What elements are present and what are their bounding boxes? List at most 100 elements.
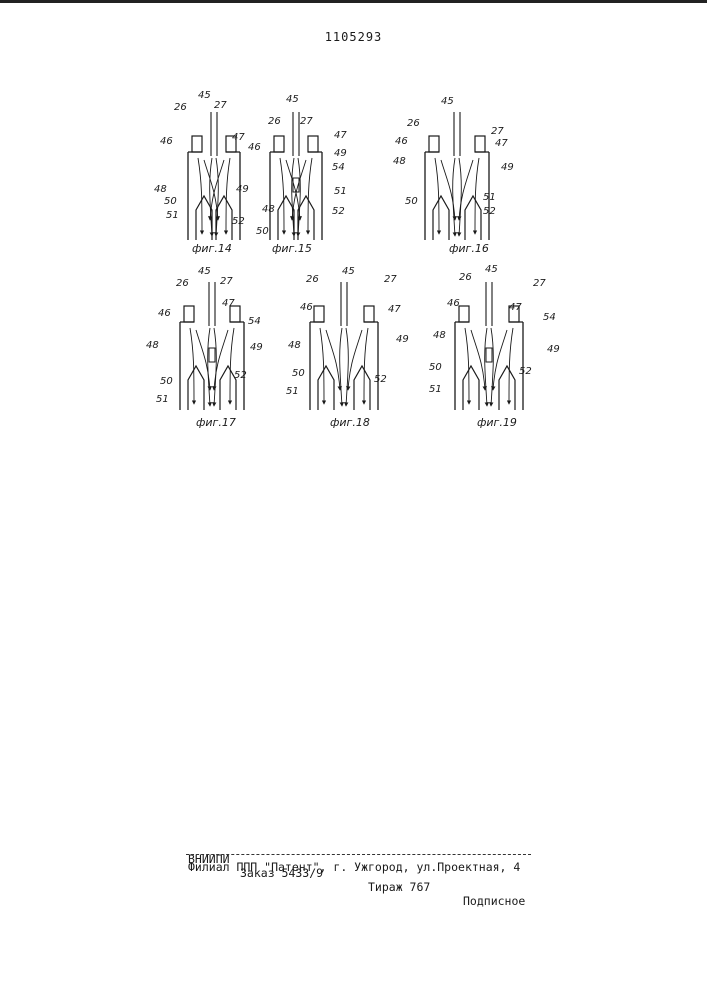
flow-arrow [485,328,487,406]
ref-label: 48 [262,204,275,215]
housing [425,152,489,240]
figure-14: 26452746474849505152фиг.14 [154,90,249,255]
splitter-right [216,196,232,240]
ref-label: 48 [154,184,167,195]
figure-caption: фиг.19 [477,416,517,429]
figure-caption: фиг.18 [330,416,370,429]
ref-label: 26 [459,272,472,283]
ref-label: 47 [334,130,347,141]
flow-arrow [226,158,230,234]
flow-arrow [292,158,294,236]
ref-label: 51 [286,386,299,397]
ref-label: 48 [433,330,446,341]
splitter-left [463,366,479,410]
splitter-right [465,196,481,240]
ref-label: 50 [429,362,442,373]
ref-label: 27 [300,116,313,127]
flow-arrow [298,158,300,236]
nozzle-26 [429,136,439,152]
flow-arrow [509,328,513,404]
ref-label: 49 [334,148,347,159]
ref-label: 50 [405,196,418,207]
ref-label: 47 [495,138,508,149]
splitter-left [278,196,294,240]
splitter-right [354,366,370,410]
ref-label: 46 [300,302,313,313]
insert-54 [209,348,215,362]
flow-arrow [230,328,234,404]
ref-label: 50 [160,376,173,387]
figure-caption: фиг.14 [192,242,232,255]
footer-branch: Филиал ППП "Патент", г. Ужгород, ул.Прое… [188,860,538,874]
splitter-left [433,196,449,240]
housing [180,322,244,410]
ref-label: 45 [286,94,299,105]
nozzle-26 [192,136,202,152]
nozzle-26 [184,306,194,322]
nozzle-26 [274,136,284,152]
figure-16: 26452746474849505152фиг.16 [393,96,514,255]
ref-label: 26 [174,102,187,113]
splitter-right [298,196,314,240]
flow-arrow [208,328,210,406]
flow-arrow [493,330,507,390]
insert-54 [486,348,492,362]
ref-label: 27 [214,100,227,111]
figure-caption: фиг.15 [272,242,312,255]
ref-label: 52 [332,206,345,217]
ref-label: 48 [288,340,301,351]
ref-label: 52 [234,370,247,381]
flow-arrow [491,328,493,406]
splitter-left [188,366,204,410]
flow-arrow [465,328,469,404]
ref-label: 27 [384,274,397,285]
ref-label: 45 [441,96,454,107]
flow-arrow [346,328,348,406]
nozzle-27 [308,136,318,152]
flow-arrow [364,328,368,404]
flow-arrow [320,328,324,404]
ref-label: 51 [156,394,169,405]
ref-label: 27 [491,126,504,137]
ref-label: 45 [485,264,498,275]
ref-label: 52 [374,374,387,385]
flow-arrow [308,158,312,234]
footer-divider [186,854,531,855]
ref-label: 45 [342,266,355,277]
ref-label: 51 [166,210,179,221]
ref-label: 26 [268,116,281,127]
ref-label: 48 [146,340,159,351]
ref-label: 50 [256,226,269,237]
ref-label: 52 [519,366,532,377]
ref-label: 46 [158,308,171,319]
flow-arrow [348,330,362,390]
ref-label: 46 [447,298,460,309]
ref-label: 54 [248,316,261,327]
flow-arrow [210,158,212,236]
ref-label: 52 [483,206,496,217]
figure-caption: фиг.17 [196,416,236,429]
ref-label: 49 [250,342,263,353]
figure-caption: фиг.16 [449,242,489,255]
flow-arrow [216,158,218,236]
nozzle-26 [314,306,324,322]
flow-arrow [280,158,284,234]
flow-arrow [326,330,340,390]
ref-label: 26 [176,278,189,289]
flow-arrow [340,328,342,406]
flow-arrow [475,158,479,234]
splitter-left [196,196,212,240]
ref-label: 47 [509,302,522,313]
ref-label: 27 [533,278,546,289]
flow-arrow [453,158,455,236]
flow-arrow [190,328,194,404]
ref-label: 50 [164,196,177,207]
footer-subscription: Подписное [463,894,525,908]
splitter-right [499,366,515,410]
ref-label: 46 [248,142,261,153]
figure-17: 2645274647544849505152фиг.17 [146,266,263,429]
ref-label: 47 [232,132,245,143]
ref-label: 52 [232,216,245,227]
footer-circulation: Тираж 767 [368,880,430,894]
flow-arrow [459,158,461,236]
